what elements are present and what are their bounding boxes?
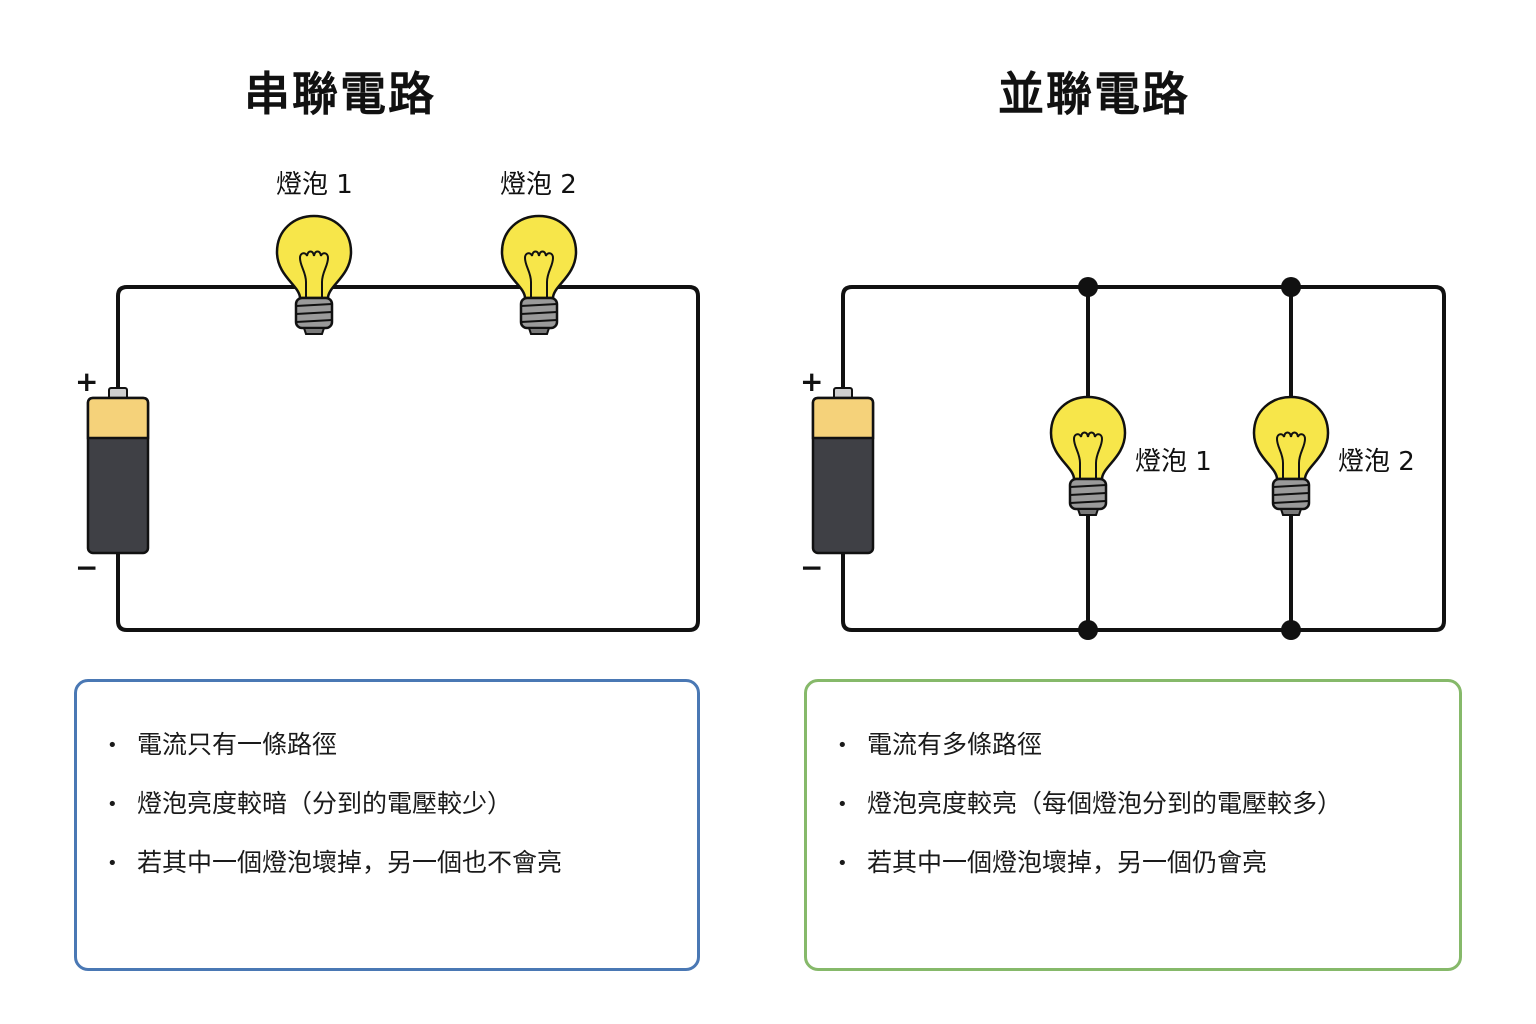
bullet-icon: • bbox=[107, 853, 118, 874]
series-negative-sign: − bbox=[75, 551, 99, 584]
list-item: • 若其中一個燈泡壞掉，另一個也不會亮 bbox=[107, 834, 697, 893]
series-circuit-title: 串聯電路 bbox=[244, 67, 436, 121]
series-bulb-2 bbox=[500, 214, 578, 336]
parallel-circuit bbox=[811, 277, 1446, 640]
parallel-battery bbox=[811, 386, 875, 555]
series-notes-box: • 電流只有一條路徑 • 燈泡亮度較暗（分到的電壓較少） • 若其中一個燈泡壞掉，另一… bbox=[74, 679, 700, 971]
series-notes-list: • 電流只有一條路徑 • 燈泡亮度較暗（分到的電壓較少） • 若其中一個燈泡壞掉，另一… bbox=[77, 682, 697, 893]
note-text: 電流有多條路徑 bbox=[867, 730, 1043, 759]
bullet-icon: • bbox=[837, 853, 848, 874]
parallel-bulb-2-label: 燈泡 2 bbox=[1338, 447, 1415, 477]
list-item: • 電流只有一條路徑 bbox=[107, 716, 697, 775]
series-positive-sign: + bbox=[75, 365, 99, 398]
note-text: 若其中一個燈泡壞掉，另一個也不會亮 bbox=[137, 848, 563, 877]
parallel-bulb-1 bbox=[1049, 395, 1127, 517]
parallel-negative-sign: − bbox=[800, 551, 824, 584]
parallel-positive-sign: + bbox=[800, 365, 824, 398]
list-item: • 燈泡亮度較亮（每個燈泡分到的電壓較多） bbox=[837, 775, 1459, 834]
junction-node bbox=[1281, 620, 1301, 640]
junction-node bbox=[1281, 277, 1301, 297]
series-bulb-2-label: 燈泡 2 bbox=[500, 170, 577, 200]
series-bulb-1 bbox=[275, 214, 353, 336]
parallel-notes-list: • 電流有多條路徑 • 燈泡亮度較亮（每個燈泡分到的電壓較多） • 若其中一個燈泡壞掉… bbox=[807, 682, 1459, 893]
parallel-notes-box: • 電流有多條路徑 • 燈泡亮度較亮（每個燈泡分到的電壓較多） • 若其中一個燈泡壞掉… bbox=[804, 679, 1462, 971]
junction-node bbox=[1078, 620, 1098, 640]
bullet-icon: • bbox=[107, 794, 118, 815]
bullet-icon: • bbox=[837, 794, 848, 815]
series-battery bbox=[86, 386, 150, 555]
bullet-icon: • bbox=[837, 735, 848, 756]
list-item: • 電流有多條路徑 bbox=[837, 716, 1459, 775]
parallel-wire-loop bbox=[841, 285, 1446, 632]
note-text: 燈泡亮度較亮（每個燈泡分到的電壓較多） bbox=[867, 789, 1343, 818]
note-text: 若其中一個燈泡壞掉，另一個仍會亮 bbox=[867, 848, 1268, 877]
list-item: • 燈泡亮度較暗（分到的電壓較少） bbox=[107, 775, 697, 834]
series-bulb-1-label: 燈泡 1 bbox=[276, 170, 353, 200]
bullet-icon: • bbox=[107, 735, 118, 756]
junction-node bbox=[1078, 277, 1098, 297]
note-text: 燈泡亮度較暗（分到的電壓較少） bbox=[137, 789, 513, 818]
parallel-bulb-1-label: 燈泡 1 bbox=[1135, 447, 1212, 477]
series-circuit bbox=[86, 214, 700, 632]
parallel-bulb-2 bbox=[1252, 395, 1330, 517]
list-item: • 若其中一個燈泡壞掉，另一個仍會亮 bbox=[837, 834, 1459, 893]
parallel-circuit-title: 並聯電路 bbox=[998, 67, 1190, 121]
note-text: 電流只有一條路徑 bbox=[137, 730, 338, 759]
series-wire-loop bbox=[116, 285, 700, 632]
